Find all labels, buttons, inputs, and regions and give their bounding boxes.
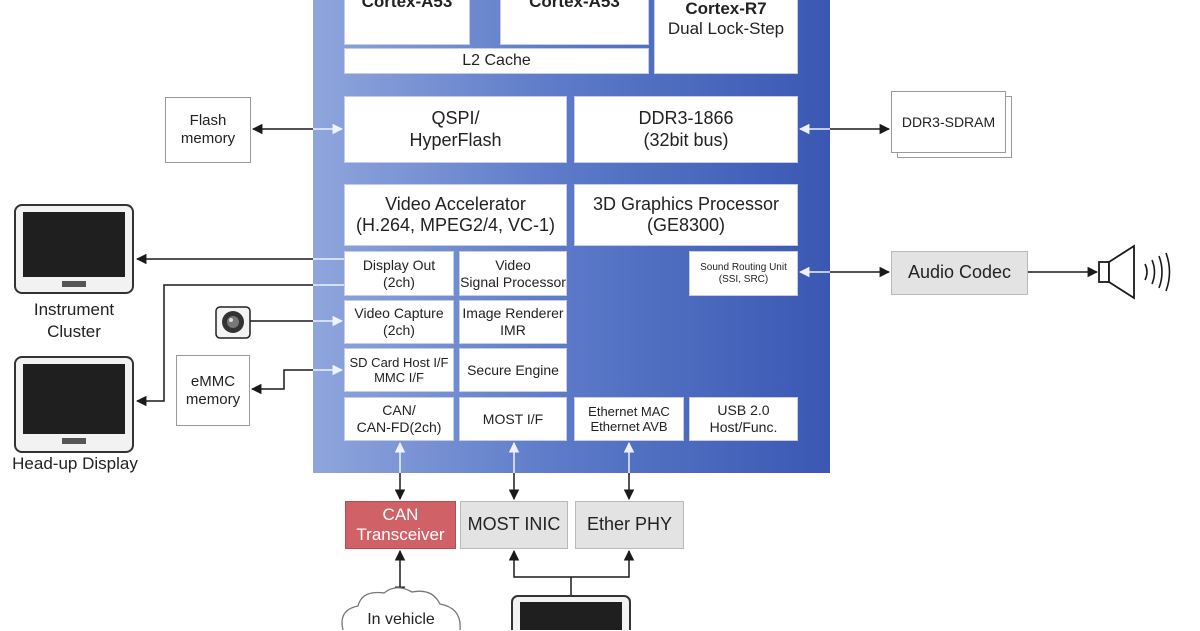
rear-display-monitor-icon bbox=[511, 595, 631, 630]
audio-codec: Audio Codec bbox=[891, 251, 1028, 295]
video-capture: Video Capture (2ch) bbox=[344, 300, 454, 344]
l2-cache: L2 Cache bbox=[344, 48, 649, 74]
camera-icon bbox=[215, 306, 251, 339]
head-up-display-label: Head-up Display bbox=[12, 454, 138, 473]
most-inic: MOST INIC bbox=[460, 501, 568, 549]
ddr3-sdram: DDR3-SDRAM bbox=[891, 91, 1006, 153]
instrument-cluster-label: Instrument Cluster bbox=[33, 300, 115, 342]
video-signal-processor: Video Signal Processor bbox=[459, 251, 567, 296]
cpu-core-a53-1: Cortex-A53 bbox=[344, 0, 470, 45]
head-up-display-monitor-icon bbox=[14, 356, 134, 453]
image-renderer: Image Renderer IMR bbox=[459, 300, 567, 344]
cpu-core-a53-2: Cortex-A53 bbox=[500, 0, 649, 45]
usb-interface: USB 2.0 Host/Func. bbox=[689, 397, 798, 441]
flash-memory: Flash memory bbox=[165, 97, 251, 163]
secure-engine: Secure Engine bbox=[459, 348, 567, 392]
ddr3-controller: DDR3-1866 (32bit bus) bbox=[574, 96, 798, 163]
display-out: Display Out (2ch) bbox=[344, 251, 454, 296]
ethernet-mac: Ethernet MAC Ethernet AVB bbox=[574, 397, 684, 441]
speaker-icon bbox=[1098, 244, 1171, 300]
can-interface: CAN/ CAN-FD(2ch) bbox=[344, 397, 454, 441]
video-accelerator: Video Accelerator (H.264, MPEG2/4, VC-1) bbox=[344, 184, 567, 246]
in-vehicle-cloud-icon bbox=[341, 587, 461, 630]
sound-routing-unit: Sound Routing Unit (SSI, SRC) bbox=[689, 251, 798, 296]
can-transceiver: CAN Transceiver bbox=[345, 501, 456, 549]
most-interface: MOST I/F bbox=[459, 397, 567, 441]
qspi-hyperflash: QSPI/ HyperFlash bbox=[344, 96, 567, 163]
sd-card-host: SD Card Host I/F MMC I/F bbox=[344, 348, 454, 392]
cpu-core-r7: Cortex-R7 Dual Lock-Step bbox=[654, 0, 798, 74]
emmc-memory: eMMC memory bbox=[176, 355, 250, 426]
instrument-cluster-monitor-icon bbox=[14, 204, 134, 294]
3d-graphics-processor: 3D Graphics Processor (GE8300) bbox=[574, 184, 798, 246]
ether-phy: Ether PHY bbox=[575, 501, 684, 549]
in-vehicle-label: In vehicle bbox=[367, 611, 435, 628]
